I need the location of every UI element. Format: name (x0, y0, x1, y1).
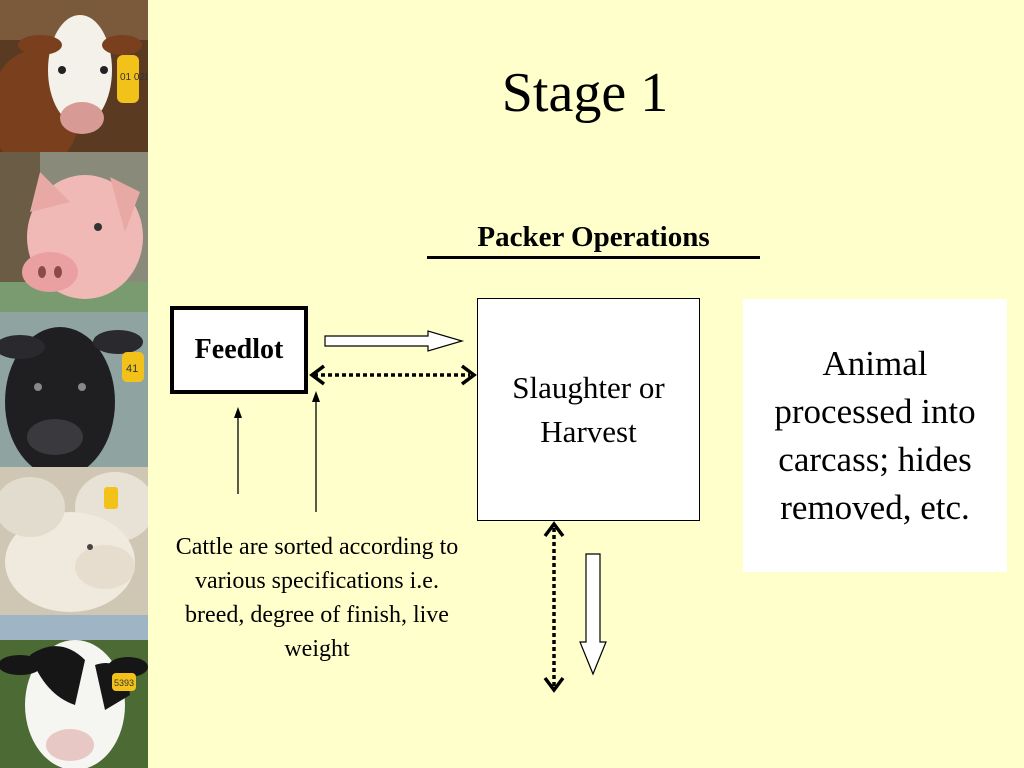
animal-photo-strip: 01 028 41 (0, 0, 148, 768)
ear-tag-text: 5393 (114, 678, 134, 688)
result-box: Animal processed into carcass; hides rem… (743, 299, 1007, 572)
result-label: Animal processed into carcass; hides rem… (774, 343, 976, 527)
packer-operations-heading: Packer Operations (427, 220, 760, 259)
dotted-double-arrow-vertical (543, 521, 565, 693)
thin-up-arrow-left (234, 407, 242, 494)
feedlot-box: Feedlot (170, 306, 308, 394)
thin-up-arrow-right (312, 391, 320, 512)
dotted-double-arrow-horizontal (309, 364, 477, 386)
holstein-cow-photo: 5393 (0, 615, 148, 768)
sorting-note: Cattle are sorted according to various s… (175, 534, 459, 662)
pig-face-photo (0, 152, 148, 312)
slaughter-label: Slaughter or Harvest (512, 369, 665, 449)
slide-title: Stage 1 (501, 62, 669, 124)
hollow-right-arrow (324, 330, 465, 352)
cow-face-photo: 01 028 (0, 0, 148, 152)
black-calf-photo: 41 (0, 312, 148, 467)
slaughter-box: Slaughter or Harvest (477, 298, 700, 521)
hollow-down-arrow (579, 553, 607, 676)
feedlot-label: Feedlot (194, 334, 284, 365)
ear-tag-text: 41 (126, 363, 138, 375)
ear-tag-text: 01 028 (120, 72, 148, 83)
sheep-photo (0, 467, 148, 615)
